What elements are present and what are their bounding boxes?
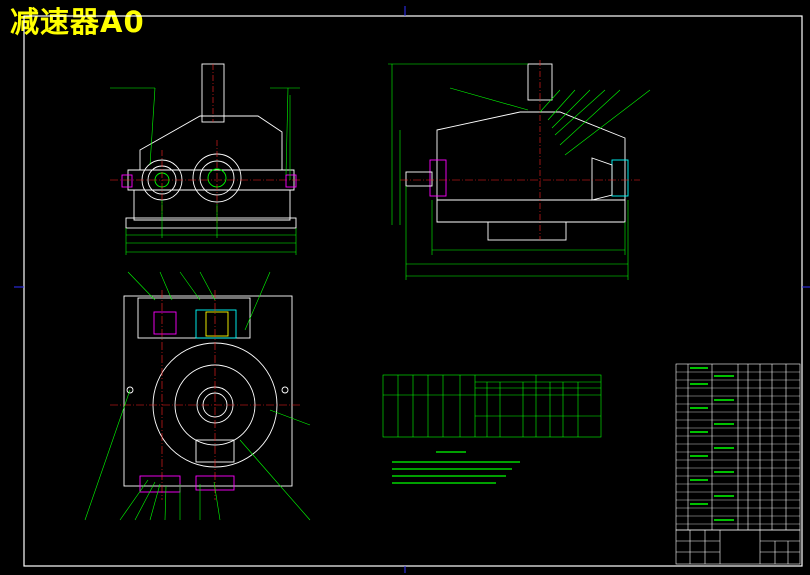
- parts-list: [675, 363, 801, 531]
- title-block: [675, 529, 801, 565]
- front-view: [110, 63, 300, 255]
- technical-requirements-notes: [392, 451, 520, 484]
- plan-view: [84, 271, 311, 521]
- side-view: [388, 60, 651, 280]
- sheet-frame: [14, 6, 810, 573]
- drawing-title: 减速器A0: [10, 5, 145, 39]
- gear-parameter-table: [382, 374, 602, 438]
